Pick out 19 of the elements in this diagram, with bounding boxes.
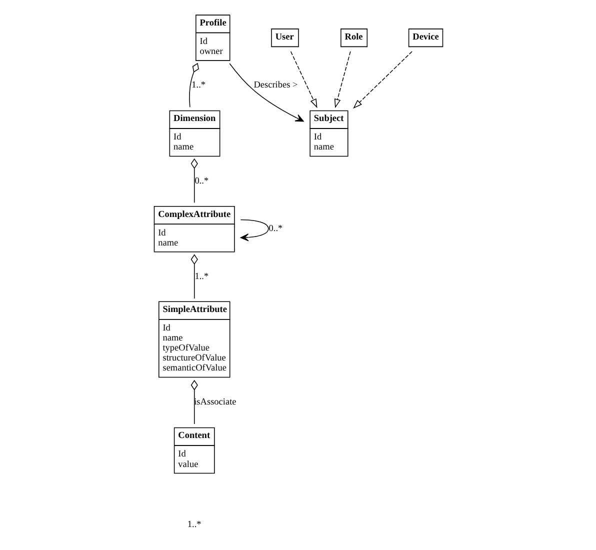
connector — [188, 62, 198, 108]
connector — [190, 380, 198, 424]
edge-label: 1..* — [194, 272, 208, 282]
connector — [190, 158, 198, 204]
label: 1..* — [186, 520, 201, 530]
arrow — [228, 63, 304, 122]
node-box: User — [270, 28, 298, 48]
edge-label: 0..* — [268, 224, 282, 234]
connector — [190, 254, 198, 299]
arrow — [290, 51, 317, 108]
arrow — [352, 51, 412, 109]
edge-label: Describes > — [253, 80, 298, 91]
arrow — [334, 51, 350, 108]
arrow — [240, 219, 268, 242]
edge-label: 0..* — [194, 176, 208, 186]
node-box: Device — [408, 28, 443, 48]
edge-label: 1..* — [191, 80, 206, 91]
edge-label: isAssociate — [194, 398, 236, 408]
node-box: Role — [340, 28, 368, 48]
